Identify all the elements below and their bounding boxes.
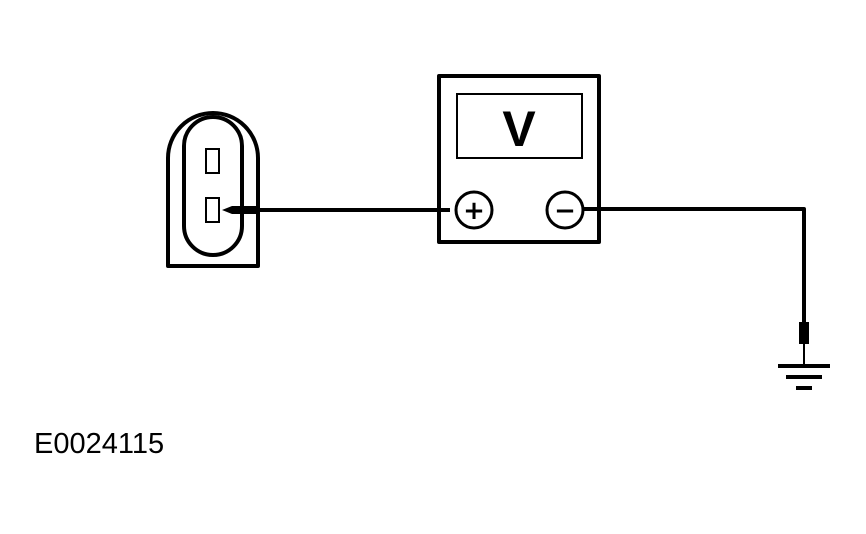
voltmeter-unit-label: V xyxy=(502,101,536,157)
positive-terminal-label: + xyxy=(463,196,485,226)
connector-housing xyxy=(166,111,260,268)
connector-pin-upper xyxy=(205,148,220,174)
positive-terminal xyxy=(454,190,494,230)
voltmeter-display xyxy=(456,93,583,159)
negative-lead-wire xyxy=(583,207,806,326)
figure-id-label: E0024115 xyxy=(34,428,165,460)
probe-tip xyxy=(222,206,256,214)
ground-icon xyxy=(778,364,830,390)
connector-pin-lower xyxy=(205,197,220,223)
connector xyxy=(166,111,260,268)
connector-inner-outline xyxy=(182,115,244,257)
voltmeter-body xyxy=(437,74,601,244)
ground-probe xyxy=(799,322,809,344)
negative-terminal-label: − xyxy=(554,196,576,226)
voltmeter: V + − xyxy=(437,74,601,244)
